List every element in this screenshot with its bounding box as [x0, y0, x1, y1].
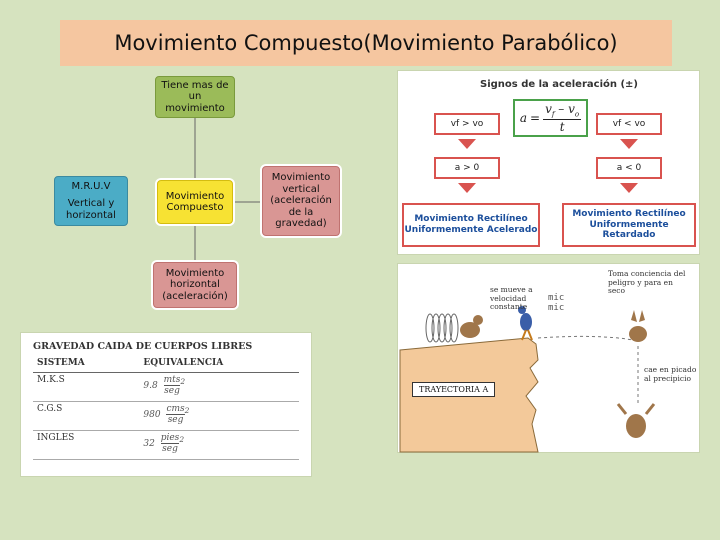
- formula-numerator: vf – vo: [543, 102, 582, 120]
- table-row: M.K.S 9.8 mts seg 2: [33, 372, 299, 402]
- arrow-down-icon: [620, 183, 638, 193]
- node-right: Movimiento vertical (aceleración de la g…: [262, 166, 340, 236]
- gravity-table: SISTEMA EQUIVALENCIA M.K.S 9.8 mts seg 2…: [33, 356, 299, 460]
- gravity-heading: GRAVEDAD CAIDA DE CUERPOS LIBRES: [33, 341, 253, 352]
- sign-left: a > 0: [434, 157, 500, 179]
- gravity-table-panel: GRAVEDAD CAIDA DE CUERPOS LIBRES SISTEMA…: [20, 332, 312, 477]
- node-left-title: M.R.U.V: [71, 180, 111, 192]
- table-row: INGLES 32 pies seg 2: [33, 430, 299, 460]
- arrow-down-icon: [458, 183, 476, 193]
- result-left-line1: Movimiento Rectilíneo: [414, 214, 528, 225]
- spring-icon: [425, 313, 459, 343]
- coyote-stopped-icon: [629, 310, 647, 342]
- slide-title: Movimiento Compuesto(Movimiento Parabóli…: [60, 20, 672, 66]
- trajectory-top-dashed: [537, 335, 634, 341]
- arrow-down-icon: [458, 139, 476, 149]
- result-right: Movimiento Rectilíneo Uniformemente Reta…: [562, 203, 696, 247]
- cartoon-sound-text: mic mic: [548, 293, 565, 313]
- formula-fraction: vf – vo t: [543, 102, 582, 134]
- node-top: Tiene mas de un movimiento: [155, 76, 235, 118]
- sign-right: a < 0: [596, 157, 662, 179]
- cell-system: INGLES: [33, 430, 140, 460]
- table-row: C.G.S 980 cms seg 2: [33, 401, 299, 431]
- formula-eq: =: [530, 111, 541, 125]
- formula-denominator: t: [559, 119, 565, 134]
- cartoon-text-falls: cae en picado al precipicio: [644, 365, 697, 383]
- col-header-system: SISTEMA: [33, 356, 140, 373]
- cell-equivalence: 980 cms seg 2: [139, 401, 299, 431]
- node-left-sub: Vertical y horizontal: [66, 198, 116, 221]
- roadrunner-icon: [518, 306, 533, 341]
- signs-heading: Signos de la aceleración (±): [480, 79, 638, 90]
- result-right-line2: Uniformemente Retardado: [589, 219, 669, 241]
- coyote-falling-icon: [616, 403, 656, 438]
- result-right-line1: Movimiento Rectilíneo: [572, 208, 686, 219]
- result-left: Movimiento Rectilíneo Uniformemente Acel…: [402, 203, 540, 247]
- cell-system: C.G.S: [33, 401, 140, 431]
- col-header-equivalence: EQUIVALENCIA: [139, 356, 299, 373]
- arrow-down-icon: [620, 139, 638, 149]
- node-left: M.R.U.V Vertical y horizontal: [54, 176, 128, 226]
- cartoon-panel: se mueve a velocidad constante Toma conc…: [397, 263, 700, 453]
- cell-equivalence: 32 pies seg 2: [139, 430, 299, 460]
- cell-equivalence: 9.8 mts seg 2: [139, 372, 299, 402]
- cartoon-text-stops: Toma conciencia del peligro y para en se…: [608, 269, 686, 296]
- acceleration-formula: a = vf – vo t: [513, 99, 588, 137]
- cell-system: M.K.S: [33, 372, 140, 402]
- cartoon-text-constant-speed: se mueve a velocidad constante: [490, 285, 533, 312]
- formula-a: a: [519, 111, 528, 125]
- trajectory-label: TRAYECTORIA A: [412, 382, 496, 397]
- acceleration-signs-panel: Signos de la aceleración (±) a = vf – vo…: [397, 70, 700, 255]
- table-header-row: SISTEMA EQUIVALENCIA: [33, 356, 299, 373]
- condition-left: vf > vo: [434, 113, 500, 135]
- condition-right: vf < vo: [596, 113, 662, 135]
- node-center: Movimiento Compuesto: [157, 180, 233, 224]
- node-bottom: Movimiento horizontal (aceleración): [153, 262, 237, 308]
- result-left-line2: Uniformemente Acelerado: [404, 225, 538, 235]
- coyote-running-icon: [460, 315, 483, 338]
